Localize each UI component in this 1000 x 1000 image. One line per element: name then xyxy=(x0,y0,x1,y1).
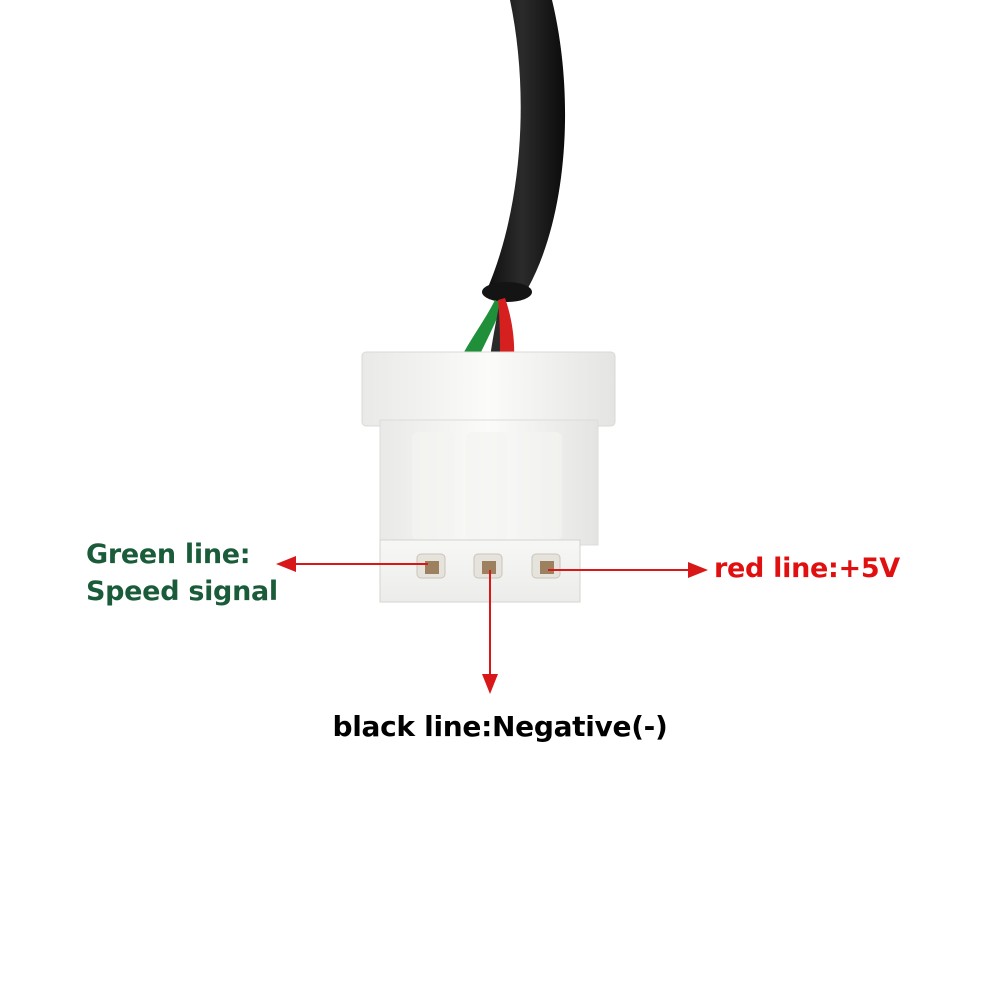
pin-openings xyxy=(416,553,561,579)
green-wire xyxy=(462,300,503,358)
right-arrow xyxy=(548,562,708,578)
left-arrow xyxy=(276,556,428,572)
green-line-label: Green line: Speed signal xyxy=(86,536,278,610)
red-wire xyxy=(498,298,515,358)
black-cable xyxy=(486,0,566,292)
green-line-title: Green line: xyxy=(86,539,251,570)
black-line-label: black line:Negative(-) xyxy=(332,710,668,743)
connector-housing xyxy=(361,351,616,603)
red-line-label: red line:+5V xyxy=(714,553,900,584)
green-line-description: Speed signal xyxy=(86,576,278,607)
cable-end xyxy=(482,282,532,302)
down-arrow xyxy=(482,570,498,694)
